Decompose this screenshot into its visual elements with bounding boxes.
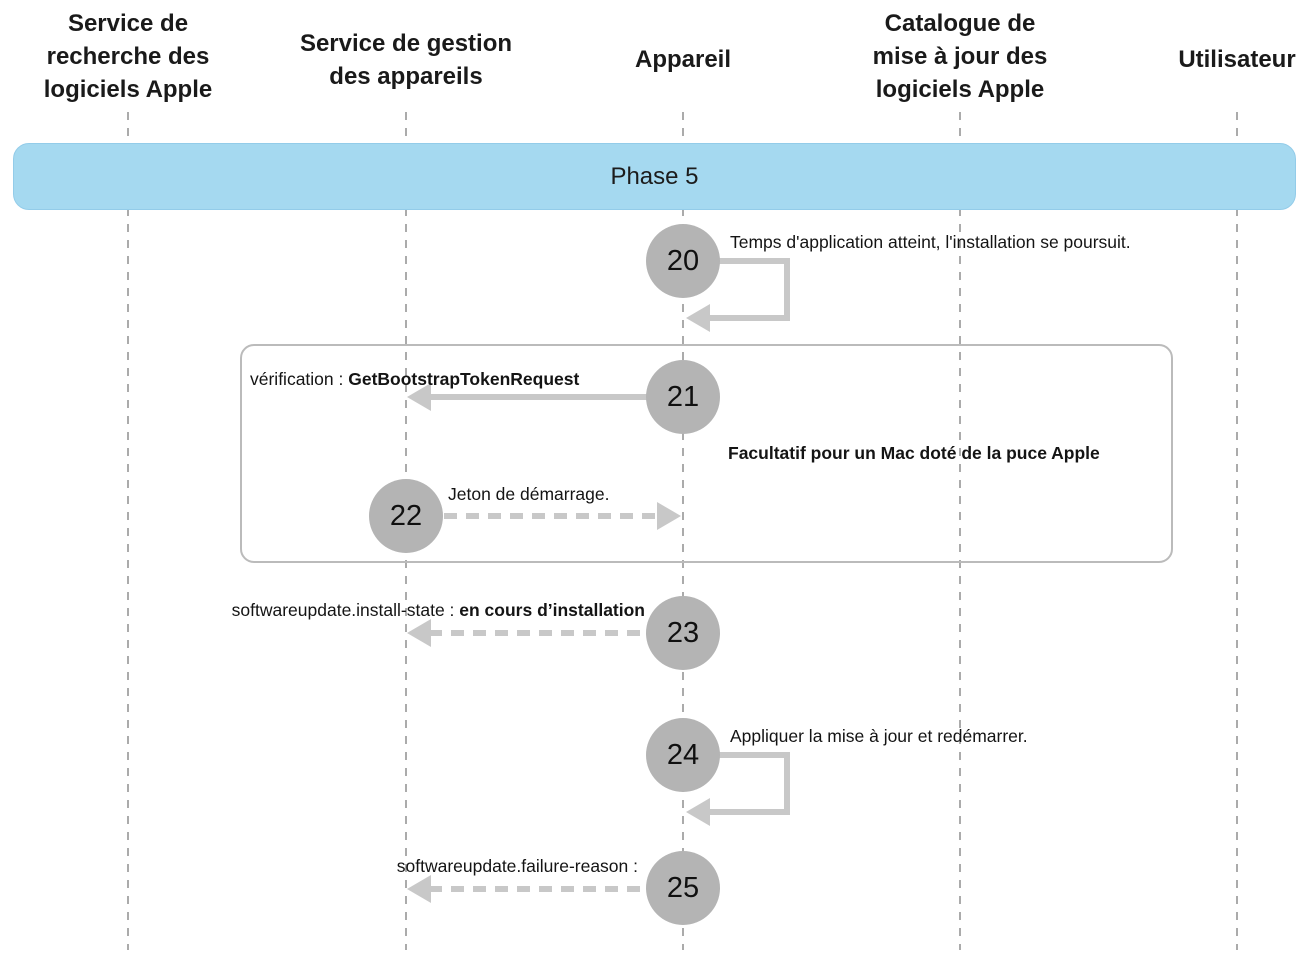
self-loop-24-right bbox=[784, 752, 790, 815]
self-loop-24-bottom bbox=[708, 809, 790, 815]
message-label-24: Appliquer la mise à jour et redémarrer. bbox=[730, 726, 1028, 746]
optional-group-box bbox=[240, 344, 1173, 563]
lifeline-appareil bbox=[682, 112, 684, 950]
step-circle-23: 23 bbox=[646, 596, 720, 670]
lifeline-catalogue bbox=[959, 112, 961, 950]
step-circle-24: 24 bbox=[646, 718, 720, 792]
actor-header-service-recherche: Service de recherche des logiciels Apple bbox=[43, 10, 213, 103]
message-label-21-prefix: vérification : bbox=[250, 369, 349, 389]
message-label-23-value: en cours d’installation bbox=[459, 600, 645, 620]
actor-header-utilisateur: Utilisateur bbox=[1178, 46, 1296, 73]
actor-header-service-gestion: Service de gestion des appareils bbox=[299, 30, 513, 90]
actor-header-appareil: Appareil bbox=[634, 46, 732, 73]
message-label-25: softwareupdate.failure-reason : bbox=[396, 856, 638, 876]
self-loop-20-bottom bbox=[708, 315, 790, 321]
step-circle-22: 22 bbox=[369, 479, 443, 553]
self-loop-20-right bbox=[784, 258, 790, 321]
step-number: 23 bbox=[666, 616, 700, 649]
self-loop-20-arrowhead-icon bbox=[686, 304, 710, 332]
message-arrow-23-line bbox=[429, 630, 645, 636]
self-loop-24-top bbox=[710, 752, 790, 758]
message-label-23: softwareupdate.install-state : en cours … bbox=[232, 600, 645, 621]
message-arrow-25-arrowhead-icon bbox=[407, 875, 431, 903]
actor-header-catalogue: Catalogue de mise à jour des logiciels A… bbox=[872, 10, 1048, 103]
message-arrow-21-line bbox=[429, 394, 648, 400]
phase-banner-label: Phase 5 bbox=[610, 162, 699, 190]
phase-banner: Phase 5 bbox=[13, 143, 1296, 210]
message-arrow-22-line bbox=[444, 513, 659, 519]
step-number: 24 bbox=[666, 738, 700, 771]
step-number: 25 bbox=[666, 871, 700, 904]
self-loop-24-arrowhead-icon bbox=[686, 798, 710, 826]
message-arrow-25-line bbox=[429, 886, 647, 892]
message-arrow-21-arrowhead-icon bbox=[407, 383, 431, 411]
step-number: 20 bbox=[666, 244, 700, 277]
message-label-23-prefix: softwareupdate.install-state : bbox=[231, 600, 460, 620]
step-circle-25: 25 bbox=[646, 851, 720, 925]
message-arrow-23-arrowhead-icon bbox=[407, 619, 431, 647]
message-label-21: vérification : GetBootstrapTokenRequest bbox=[250, 369, 579, 390]
step-number: 21 bbox=[666, 380, 700, 413]
message-arrow-22-arrowhead-icon bbox=[657, 502, 681, 530]
lifeline-service-recherche bbox=[127, 112, 129, 950]
message-label-22: Jeton de démarrage. bbox=[448, 484, 610, 504]
step-number: 22 bbox=[389, 499, 423, 532]
step-circle-21: 21 bbox=[646, 360, 720, 434]
self-loop-20-top bbox=[710, 258, 790, 264]
step-circle-20: 20 bbox=[646, 224, 720, 298]
note-facultatif: Facultatif pour un Mac doté de la puce A… bbox=[728, 443, 1100, 463]
lifeline-utilisateur bbox=[1236, 112, 1238, 950]
message-label-20: Temps d'application atteint, l'installat… bbox=[730, 232, 1131, 252]
message-label-21-value: GetBootstrapTokenRequest bbox=[348, 369, 580, 389]
